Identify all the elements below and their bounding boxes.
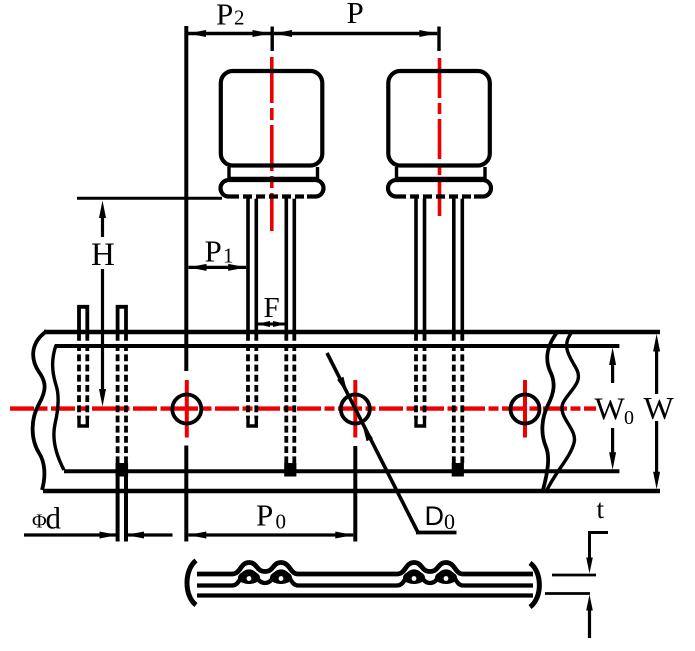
svg-text:d: d [46, 501, 62, 536]
svg-text:W: W [644, 390, 675, 426]
svg-text:0: 0 [624, 407, 634, 429]
svg-text:0: 0 [276, 510, 287, 534]
svg-text:F: F [264, 292, 280, 324]
svg-text:P: P [205, 234, 222, 269]
svg-text:1: 1 [223, 244, 234, 268]
svg-text:P: P [256, 498, 273, 533]
svg-text:H: H [91, 237, 115, 273]
svg-text:2: 2 [234, 6, 245, 30]
svg-text:W: W [595, 391, 626, 427]
svg-text:0: 0 [444, 509, 455, 534]
svg-text:t: t [597, 494, 605, 524]
svg-text:D: D [425, 501, 445, 531]
svg-text:P: P [216, 0, 233, 32]
svg-text:Φ: Φ [32, 511, 47, 533]
svg-text:P: P [347, 0, 364, 30]
